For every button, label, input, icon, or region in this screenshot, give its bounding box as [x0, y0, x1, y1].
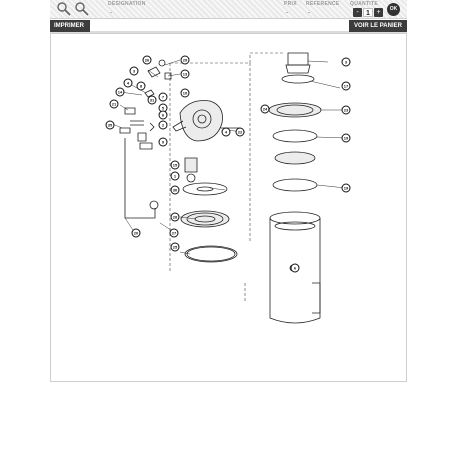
callout-29[interactable]: 29 — [180, 55, 190, 65]
prix-value: - — [286, 10, 288, 16]
blower-assembly — [172, 100, 240, 142]
callout-10[interactable]: 10 — [180, 88, 190, 98]
svg-text:22: 22 — [238, 130, 243, 135]
callouts: 29 26 4 13 3 14 31 7 5 21 6 2 35 9 15 1 … — [105, 55, 351, 273]
svg-text:2: 2 — [162, 123, 165, 128]
product-info-bar — [50, 0, 407, 19]
svg-text:30: 30 — [173, 188, 178, 193]
callout-3b[interactable]: 3 — [341, 57, 351, 67]
callout-6b[interactable]: 6 — [290, 263, 300, 273]
callout-23[interactable]: 23 — [341, 105, 351, 115]
callout-19b[interactable]: 19 — [341, 183, 351, 193]
svg-text:24: 24 — [263, 107, 268, 112]
small-parts-group — [119, 59, 172, 219]
reference-value: - — [308, 10, 310, 16]
svg-text:7: 7 — [162, 95, 165, 100]
svg-text:19: 19 — [344, 136, 349, 141]
ok-button[interactable]: OK — [387, 3, 400, 16]
svg-text:8: 8 — [140, 84, 143, 89]
zoom-in-icon[interactable] — [56, 2, 72, 16]
callout-28[interactable]: 28 — [170, 212, 180, 222]
print-button[interactable]: IMPRIMER — [50, 20, 90, 32]
svg-text:21: 21 — [112, 102, 117, 107]
callout-27[interactable]: 27 — [169, 228, 179, 238]
svg-text:35: 35 — [108, 123, 113, 128]
callout-26[interactable]: 26 — [142, 55, 152, 65]
zoom-out-icon[interactable] — [74, 2, 90, 16]
callout-9[interactable]: 9 — [158, 137, 168, 147]
svg-text:9: 9 — [162, 140, 165, 145]
svg-text:14: 14 — [118, 90, 123, 95]
callout-7[interactable]: 7 — [158, 92, 168, 102]
svg-text:3: 3 — [133, 69, 136, 74]
svg-text:20: 20 — [134, 231, 139, 236]
svg-text:10: 10 — [183, 91, 188, 96]
callout-2[interactable]: 2 — [158, 120, 168, 130]
svg-text:5: 5 — [162, 106, 165, 111]
callout-22[interactable]: 22 — [235, 127, 245, 137]
svg-text:25: 25 — [173, 245, 178, 250]
callout-31[interactable]: 31 — [147, 95, 157, 105]
svg-text:6: 6 — [294, 266, 297, 271]
callout-8[interactable]: 8 — [136, 81, 146, 91]
svg-text:4: 4 — [225, 130, 228, 135]
callout-15[interactable]: 15 — [170, 160, 180, 170]
assembly-guide-lines — [169, 52, 285, 273]
callout-17[interactable]: 17 — [341, 81, 351, 91]
callout-1[interactable]: 1 — [170, 171, 180, 181]
svg-text:13: 13 — [183, 72, 188, 77]
callout-21[interactable]: 21 — [109, 99, 119, 109]
callout-25[interactable]: 25 — [170, 242, 180, 252]
svg-text:6: 6 — [162, 113, 165, 118]
svg-text:31: 31 — [150, 98, 155, 103]
motor-hub — [184, 157, 198, 183]
svg-text:1: 1 — [174, 174, 177, 179]
callout-13[interactable]: 13 — [180, 69, 190, 79]
svg-text:19: 19 — [344, 186, 349, 191]
callout-3[interactable]: 3 — [129, 66, 139, 76]
svg-text:27: 27 — [172, 231, 177, 236]
callout-24[interactable]: 24 — [260, 104, 270, 114]
svg-text:28: 28 — [173, 215, 178, 220]
diagram-panel — [50, 33, 407, 382]
callout-4[interactable]: 4 — [123, 78, 133, 88]
svg-text:17: 17 — [344, 84, 349, 89]
svg-text:4: 4 — [127, 81, 130, 86]
callout-20[interactable]: 20 — [131, 228, 141, 238]
callout-19[interactable]: 19 — [341, 133, 351, 143]
quantite-label: QUANTITE — [350, 1, 378, 7]
designation-value: - — [110, 10, 112, 16]
quantity-input[interactable]: 1 — [363, 8, 373, 17]
quantity-decrease-button[interactable]: - — [353, 8, 362, 17]
svg-text:29: 29 — [183, 58, 188, 63]
prix-label: PRIX — [284, 1, 297, 7]
left-discs — [180, 182, 238, 263]
toolbar-divider — [50, 31, 407, 33]
svg-text:26: 26 — [145, 58, 150, 63]
callout-14[interactable]: 14 — [115, 87, 125, 97]
callout-4b[interactable]: 4 — [221, 127, 231, 137]
callout-35[interactable]: 35 — [105, 120, 115, 130]
svg-text:3: 3 — [345, 60, 348, 65]
svg-text:15: 15 — [173, 163, 178, 168]
designation-label: DESIGNATION — [108, 1, 146, 7]
reference-label: REFERENCE — [306, 1, 340, 7]
callout-6[interactable]: 6 — [158, 110, 168, 120]
boiler-unit — [268, 52, 322, 324]
view-cart-button[interactable]: VOIR LE PANIER — [349, 20, 407, 32]
svg-text:23: 23 — [344, 108, 349, 113]
quantity-increase-button[interactable]: + — [374, 8, 383, 17]
exploded-parts-diagram: 29 26 4 13 3 14 31 7 5 21 6 2 35 9 15 1 … — [105, 52, 351, 324]
callout-30[interactable]: 30 — [170, 185, 180, 195]
